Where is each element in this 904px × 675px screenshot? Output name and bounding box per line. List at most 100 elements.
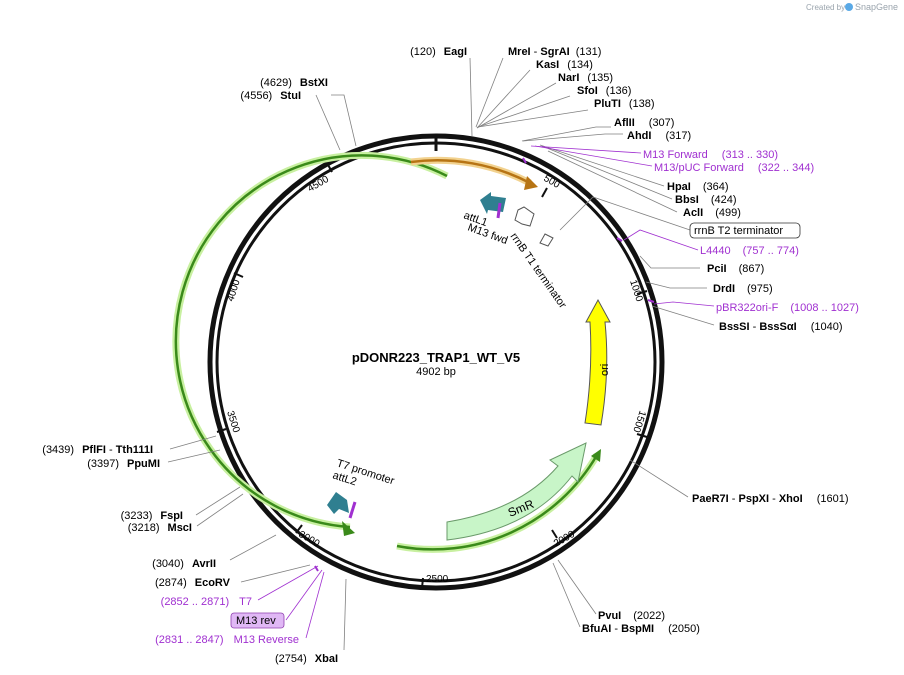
- primer-label: M13/pUC Forward(322 .. 344): [654, 162, 814, 174]
- site-label: (3218)MscI: [128, 522, 192, 534]
- leader-line: [315, 94, 341, 151]
- terminator-box-border: [689, 222, 801, 239]
- leader-line: [645, 281, 707, 289]
- primer-range: (2831 .. 2847): [155, 634, 224, 646]
- site-pos: (975): [747, 283, 773, 295]
- primer-label: (2852 .. 2871) T7: [161, 596, 252, 608]
- attL2-arrow: [327, 492, 349, 514]
- site-label: SfoI(136): [577, 85, 631, 97]
- site-name: FspI: [160, 510, 183, 522]
- leader-line: [541, 145, 673, 200]
- primer-name: pBR322ori-F: [716, 302, 779, 314]
- orf-arrowhead: [342, 521, 355, 536]
- site-pos: (4556): [240, 90, 272, 102]
- site-name: XbaI: [315, 653, 338, 665]
- attL1-arrow: [480, 192, 506, 214]
- terminator-box-label: rrnB T2 terminator: [694, 225, 783, 237]
- site-label: MreI - SgrAI(131): [508, 46, 601, 58]
- site-name: EcoRV: [195, 577, 231, 589]
- site-label: NarI(135): [558, 72, 613, 84]
- primer-range: (2852 .. 2871): [161, 596, 230, 608]
- primer-name: T7: [239, 596, 252, 608]
- site-pos: (134): [567, 59, 593, 71]
- rrnB-t1-label: rrnB T1 terminator: [508, 231, 569, 311]
- tick-mark: [295, 524, 303, 534]
- leader-line: [343, 578, 347, 651]
- site-name: DrdI: [713, 283, 735, 295]
- tick-label: 1000: [627, 279, 644, 304]
- leader-line: [477, 109, 589, 128]
- primer-mark-t7: [314, 565, 319, 572]
- primer-name: L4440: [700, 245, 731, 257]
- tick-mark: [636, 290, 648, 295]
- site-name: AflII: [614, 117, 635, 129]
- leader-line: [477, 95, 571, 128]
- m13-fwd-primer-mark: [496, 202, 502, 219]
- smr-feature: [446, 442, 587, 541]
- site-name: EagI: [444, 46, 467, 58]
- leader-line: [169, 435, 217, 450]
- site-pos: (1601): [817, 493, 849, 505]
- primer-range: (757 .. 774): [743, 245, 799, 257]
- site-pos: (867): [739, 263, 765, 275]
- site-pos: (138): [629, 98, 655, 110]
- leader-line: [305, 571, 325, 639]
- site-label: BbsI(424): [675, 194, 737, 206]
- leader-line: [629, 459, 689, 498]
- site-label: HpaI(364): [667, 181, 729, 193]
- m13-fwd-label: M13 fwd: [466, 222, 509, 247]
- leader-line: [240, 564, 311, 583]
- primer-mark-l4440: [616, 237, 623, 242]
- primer-name: M13 Forward: [643, 149, 708, 161]
- site-label: PaeR7I - PspXI - XhoI(1601): [692, 493, 848, 505]
- ori-label: ori: [599, 364, 611, 376]
- site-label: DrdI (975): [713, 283, 773, 295]
- site-label: AhdI(317): [627, 130, 691, 142]
- leader-line: [196, 493, 244, 527]
- leader-line: [547, 150, 678, 213]
- tick-mark: [326, 162, 333, 173]
- leader-line: [521, 126, 611, 142]
- site-label: PciI (867): [707, 263, 764, 275]
- primer-label: pBR322ori-F(1008 .. 1027): [716, 302, 859, 314]
- site-pos: (1040): [811, 321, 843, 333]
- site-pos: (4629): [260, 77, 292, 89]
- leader-line: [639, 255, 700, 269]
- site-pos: (3040): [152, 558, 184, 570]
- leader-line: [257, 565, 319, 601]
- leader-line: [331, 94, 357, 147]
- site-name: Tth111I: [116, 444, 153, 456]
- tick-mark: [541, 187, 548, 198]
- leader-line: [476, 82, 557, 129]
- site-name: PpuMI: [127, 458, 160, 470]
- site-label: (2754)XbaI: [275, 653, 338, 665]
- tick-mark: [636, 433, 648, 438]
- leader-line: [195, 486, 241, 516]
- leader-line: [539, 144, 665, 187]
- tick-label: 4000: [225, 278, 242, 303]
- site-label: (4629)BstXI: [260, 77, 328, 89]
- site-label: (120)EagI: [410, 46, 467, 58]
- leader-line: [559, 196, 691, 231]
- primer-range: (322 .. 344): [758, 162, 814, 174]
- site-name: PciI: [707, 263, 727, 275]
- site-label: (3439)PflFI - Tth111I: [42, 444, 153, 456]
- site-pos: (136): [606, 85, 632, 97]
- m13-rev-box-label: M13 rev: [236, 615, 276, 627]
- snapgene-brand: Created by SnapGene: [806, 2, 898, 12]
- leader-line: [623, 229, 699, 251]
- site-name: AhdI: [627, 130, 651, 142]
- site-pos: (3439): [42, 444, 74, 456]
- orange-arrowhead: [524, 176, 538, 190]
- leader-line: [167, 449, 221, 463]
- site-pos: (3233): [121, 510, 153, 522]
- primer-leader-lines: [257, 145, 715, 639]
- leader-line: [476, 69, 531, 129]
- primer-name: M13 Reverse: [234, 634, 299, 646]
- primer-mark-pbr322: [647, 299, 655, 303]
- site-label: AclI(499): [683, 207, 741, 219]
- site-name: PflFI: [82, 444, 106, 456]
- site-name: HpaI: [667, 181, 691, 193]
